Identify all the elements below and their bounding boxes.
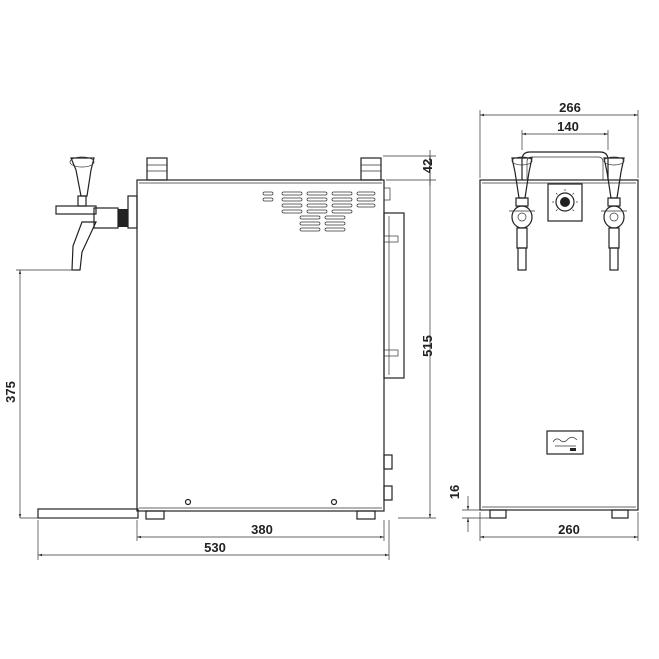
- dim-label-42: 42: [420, 159, 435, 173]
- front-view: [479, 151, 639, 519]
- side-screw: [330, 498, 338, 506]
- side-drip-tray: [37, 508, 139, 519]
- side-rear-handle: [383, 212, 405, 379]
- front-carry-handle: [521, 151, 609, 180]
- dimension-lines: [16, 110, 639, 560]
- side-tap: [55, 156, 138, 271]
- dim-label-380: 380: [251, 522, 273, 537]
- dim-label-375: 375: [3, 381, 18, 403]
- side-view: [20, 156, 405, 520]
- side-rear-fitting: [383, 485, 393, 501]
- side-screw: [184, 498, 192, 506]
- side-foot-right: [356, 510, 376, 520]
- dim-label-260: 260: [558, 522, 580, 537]
- dim-label-140: 140: [557, 119, 579, 134]
- dim-label-515: 515: [420, 335, 435, 357]
- side-rear-fitting: [383, 454, 393, 470]
- side-vent-grille: [262, 191, 376, 232]
- side-top-connector-left: [146, 157, 168, 181]
- front-body: [479, 179, 639, 511]
- thermostat-knob-icon: [547, 183, 583, 222]
- front-tap-left: [509, 156, 535, 271]
- lindr-logo: [546, 430, 584, 455]
- front-foot-right: [611, 509, 629, 519]
- side-top-connector-right: [360, 157, 382, 181]
- dim-label-16: 16: [447, 485, 462, 499]
- side-foot-left: [145, 510, 165, 520]
- side-body: [136, 179, 385, 512]
- front-foot-left: [489, 509, 507, 519]
- dim-label-266: 266: [559, 100, 581, 115]
- dim-label-530: 530: [204, 540, 226, 555]
- front-tap-right: [601, 156, 627, 271]
